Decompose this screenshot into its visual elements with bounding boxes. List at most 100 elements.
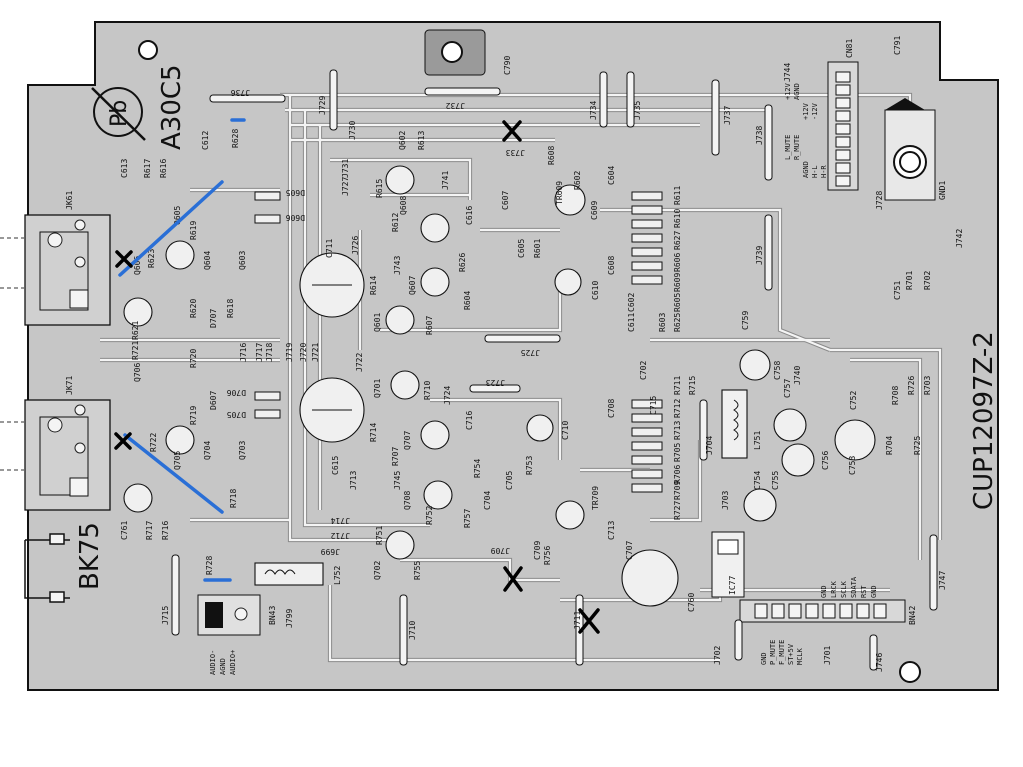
- j718-label: J718: [265, 343, 274, 362]
- r609-label: R602: [573, 171, 582, 190]
- cn81-pin-label: L_MUTE: [784, 135, 792, 160]
- c753-label: C753: [848, 456, 857, 475]
- j728-label: J728: [875, 191, 884, 210]
- d705-label: D705: [227, 410, 246, 419]
- j799-label: J799: [285, 609, 294, 628]
- r717-label: R717: [145, 521, 154, 540]
- j710-label: J710: [408, 621, 417, 640]
- connector-bn43: BN43 AUDIO- AGND AUDIO+: [197, 594, 277, 675]
- q706-label: Q706: [133, 363, 142, 382]
- c605-label: C605: [517, 239, 526, 258]
- inductor-l752: L752: [254, 562, 342, 586]
- bn42-pin-label: RST: [860, 585, 868, 598]
- j729-label: J729: [318, 96, 327, 115]
- ic77-label: IC77: [728, 576, 737, 595]
- cap-c710: C710: [526, 414, 570, 442]
- j742-label: J742: [955, 229, 964, 248]
- c708-label: C708: [607, 399, 616, 418]
- jk71-label: JK71: [65, 376, 74, 395]
- r703-label: R706: [673, 465, 682, 484]
- c710-label: C710: [561, 421, 570, 440]
- r628-label: R628: [231, 129, 240, 148]
- r616-label: R616: [159, 159, 168, 178]
- r756-label: R704: [885, 436, 894, 455]
- misc-resistor-labels: R752 R751 R757 R755 R753 R756 R754: [375, 456, 552, 580]
- c760-label: C760: [687, 593, 696, 612]
- cap-c759: C759: [741, 311, 750, 330]
- c761-label: C707: [625, 541, 634, 560]
- j719-label: J719: [285, 343, 294, 362]
- r612-label: R612: [391, 213, 400, 232]
- c607-label: C607: [501, 191, 510, 210]
- r722-label: R722: [149, 433, 158, 452]
- mounting-hole: [138, 40, 158, 60]
- c613-label: C613: [120, 159, 129, 178]
- r626-label: R609: [673, 273, 682, 292]
- c707-label: C704: [483, 491, 492, 510]
- r726-label: R705: [673, 443, 682, 462]
- c713-label: C761: [120, 521, 129, 540]
- cap-c754: C754: [743, 471, 777, 522]
- c757-label: C757: [783, 379, 792, 398]
- mounting-hole: [441, 41, 463, 63]
- cap-c753: C753: [834, 419, 876, 475]
- cn81-label: CN81: [845, 39, 854, 58]
- cn81-pin-label: R_MUTE: [793, 135, 801, 160]
- gnd1-label: GND1: [938, 181, 947, 200]
- r713-label: R755: [413, 561, 422, 580]
- bn42-pin-label: ST+5V: [787, 643, 795, 665]
- bn42-pin-label: LRCK: [830, 580, 838, 598]
- transistor-group: [123, 165, 453, 560]
- r710-label: R710: [423, 381, 432, 400]
- j731-label: J731: [341, 159, 350, 178]
- c704-label: C713: [607, 521, 616, 540]
- annotation-blue-lines: [118, 118, 246, 582]
- j730-label: J730: [348, 121, 357, 140]
- q608-label: Q608: [399, 196, 408, 215]
- j745-label: J745: [393, 471, 402, 490]
- l751-label: L751: [753, 431, 762, 450]
- j736-label: J736: [231, 88, 250, 97]
- c758-label: C758: [773, 361, 782, 380]
- j703-label: J703: [721, 491, 730, 510]
- q704-label: Q704: [203, 441, 212, 460]
- c715-label: C715: [649, 396, 658, 415]
- r714-label: R714: [369, 423, 378, 442]
- r753-label: R703: [923, 376, 932, 395]
- jumper-bars: [171, 69, 938, 671]
- r701-label: R715: [688, 376, 697, 395]
- j735-label: J735: [633, 101, 642, 120]
- r619-label: R619: [189, 221, 198, 240]
- cap-c761: C707: [621, 541, 679, 607]
- j737-label: J737: [723, 106, 732, 125]
- board-name: BK75: [75, 522, 105, 590]
- r613-label: R613: [417, 131, 426, 150]
- r618-label: R618: [226, 299, 235, 318]
- cap-c756: C756: [773, 408, 830, 470]
- r755-label: R726: [907, 376, 916, 395]
- j725-label: J725: [521, 348, 540, 357]
- cn81-pin-label: +12V: [784, 82, 792, 100]
- r608-label: R605: [673, 293, 682, 312]
- r719-label: R719: [189, 406, 198, 425]
- c615-label: C602: [627, 293, 636, 312]
- r754-label: R725: [913, 436, 922, 455]
- bn43-pin-label: AGND: [219, 658, 227, 675]
- c602-label: C611: [627, 313, 636, 332]
- r617-label: R617: [143, 159, 152, 178]
- q702-label: Q702: [373, 561, 382, 580]
- c604-label: C604: [607, 166, 616, 185]
- r721-label: R721: [131, 341, 140, 360]
- j739-label: J739: [755, 246, 764, 265]
- j741-label: J741: [441, 171, 450, 190]
- r718-label: R718: [229, 489, 238, 508]
- c610-label: C610: [591, 281, 600, 300]
- q606-label: Q606: [133, 256, 142, 275]
- cap-c611: C615: [299, 377, 365, 475]
- cap-c607: C607: [501, 184, 586, 216]
- bn42-pin-label: GND: [760, 652, 768, 665]
- bracket-bk75: [24, 533, 70, 603]
- c616-label: C616: [465, 206, 474, 225]
- bn42-pin-label: SDATA: [850, 576, 858, 598]
- r720-label: R720: [189, 349, 198, 368]
